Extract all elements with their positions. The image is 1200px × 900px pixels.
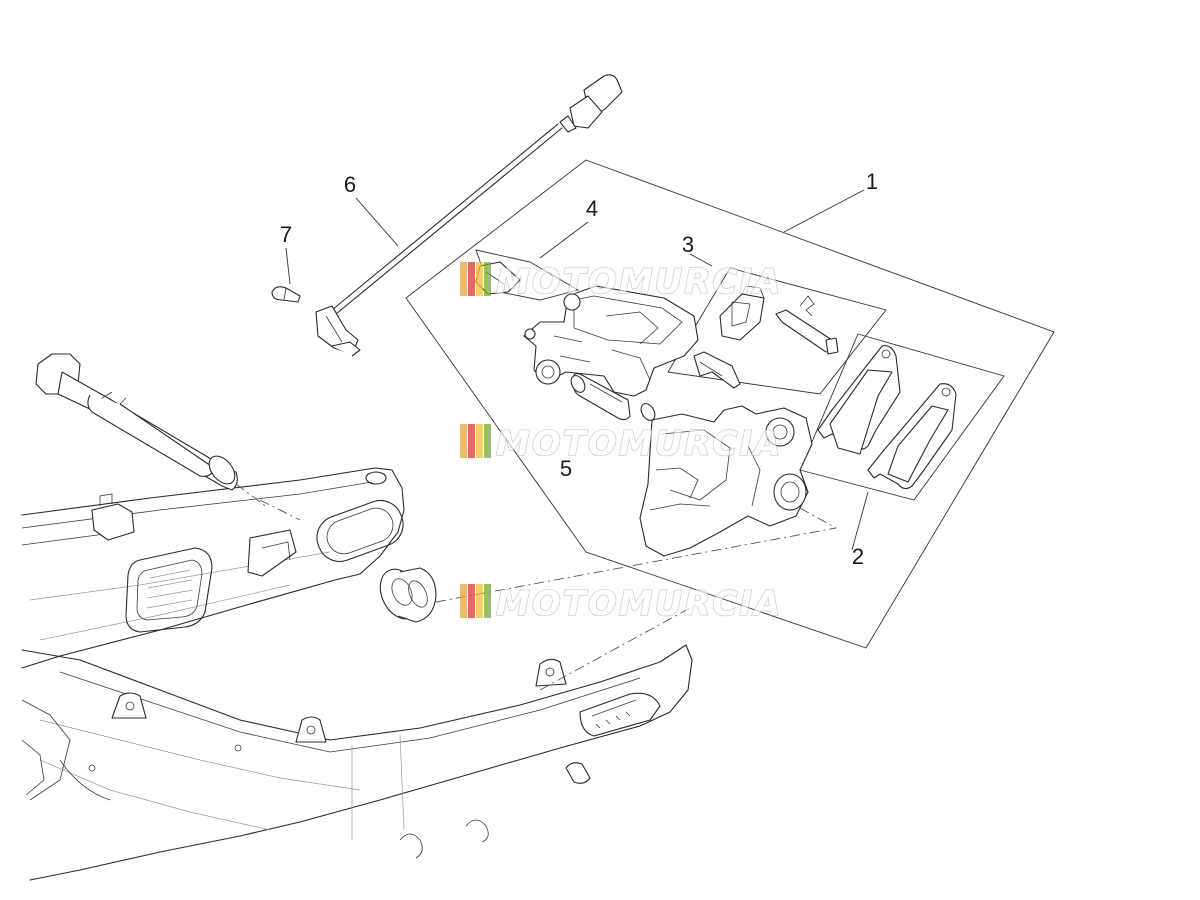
watermark-bottom: MOTOMURCIA [460,583,782,625]
watermark-top: MOTOMURCIA [460,261,782,303]
watermark-text: MOTOMURCIA [496,262,782,302]
callout-2: 2 [852,544,864,569]
callout-7: 7 [280,222,292,247]
sensor-bolt [271,286,301,303]
callout-numbers: 1 2 3 4 5 6 7 [280,169,878,569]
assembly-axis-lines [259,499,837,691]
slide-pin [570,373,656,421]
watermark-middle: MOTOMURCIA [460,423,782,465]
callout-6: 6 [344,172,356,197]
axle-spacer [379,567,437,623]
brake-pad-set [799,333,1005,501]
callout-1: 1 [866,169,878,194]
callout-5: 5 [560,456,572,481]
abs-sensor-cable [315,74,623,357]
pivot-shaft [35,353,269,509]
watermark-text: MOTOMURCIA [496,584,782,624]
swingarm [21,467,693,881]
caliper-kit-outline [405,159,1055,649]
caliper-bracket [639,405,813,557]
callout-3: 3 [682,232,694,257]
callout-leaders [285,189,869,551]
caliper-body [523,285,699,397]
watermark-text: MOTOMURCIA [496,424,782,464]
callout-4: 4 [586,196,598,221]
